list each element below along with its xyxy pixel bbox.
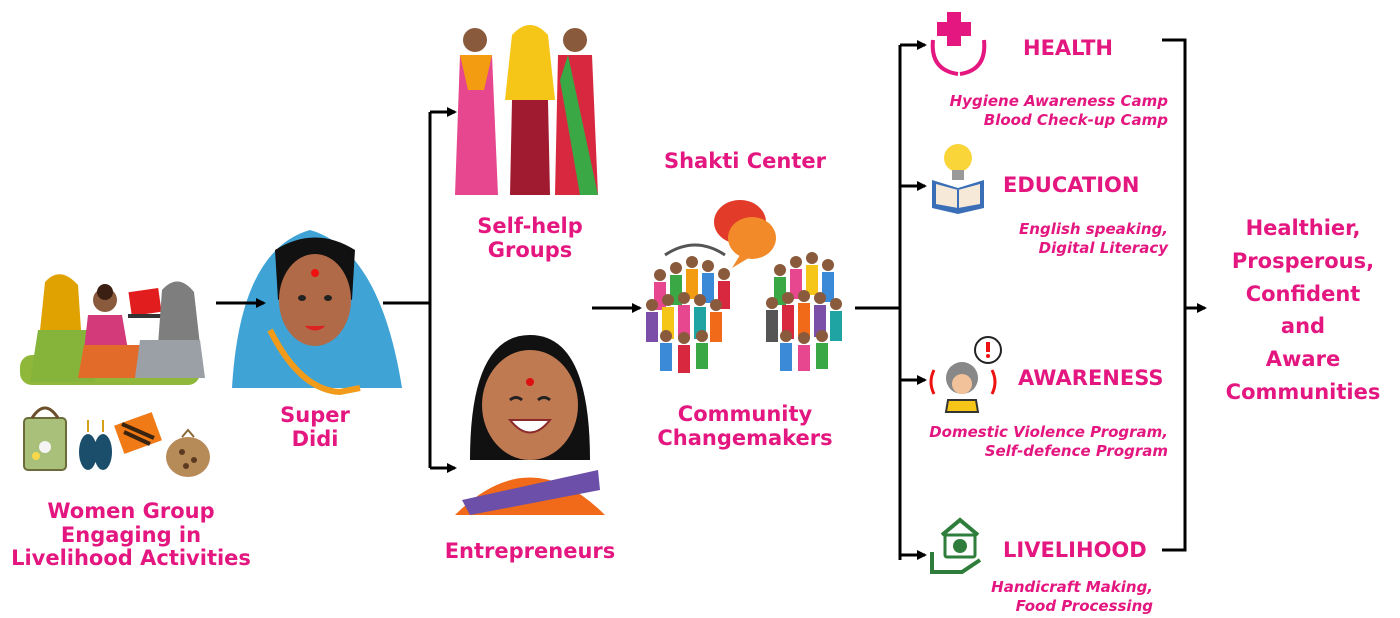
changemakers-line-1: Community (677, 402, 813, 426)
women-group-line-2: Engaging in (60, 522, 202, 547)
outcome-bracket (1162, 38, 1187, 552)
livelihood-items: Handicraft Making, Food Processing (905, 578, 1153, 616)
women-group-illustration (20, 274, 205, 385)
livelihood-item-1: Handicraft Making, (991, 578, 1153, 596)
livelihood-title: LIVELIHOOD (1003, 538, 1147, 562)
self-help-women-illustration (455, 25, 598, 195)
changemakers-line-2: Changemakers (657, 425, 833, 450)
crowd-left-illustration (646, 243, 730, 373)
outcome-line-1: Healthier, (1245, 216, 1361, 240)
book-lightbulb-icon (932, 144, 984, 214)
outcome-line-3: Confident (1245, 281, 1361, 306)
super-didi-line-2: Didi (291, 426, 339, 451)
women-group-label: Women Group Engaging in Livelihood Activ… (0, 499, 262, 571)
self-help-label: Self-help Groups (460, 214, 600, 262)
crowd-right-illustration (766, 252, 842, 371)
changemakers-crowd-illustration (646, 200, 842, 373)
alert-person-icon (929, 336, 1002, 413)
entrepreneurs-label: Entrepreneurs (444, 539, 616, 563)
self-help-line-2: Groups (487, 237, 573, 262)
outcome-label: Healthier, Prosperous, Confident and Awa… (1212, 212, 1394, 409)
handicraft-items-illustration (23, 406, 210, 477)
awareness-item-1: Domestic Violence Program, (929, 423, 1168, 441)
outcome-line-2: Prosperous, (1231, 248, 1375, 273)
education-items: English speaking, Digital Literacy (905, 220, 1168, 258)
women-group-line-1: Women Group (47, 499, 215, 523)
health-title: HEALTH (1023, 36, 1113, 60)
education-title: EDUCATION (1003, 173, 1140, 197)
health-items: Hygiene Awareness Camp Blood Check-up Ca… (905, 92, 1168, 130)
health-hands-icon (930, 12, 987, 76)
awareness-items: Domestic Violence Program, Self-defence … (880, 423, 1168, 461)
self-help-line-1: Self-help (477, 214, 583, 238)
money-house-icon (930, 517, 982, 574)
outcome-line-4: and (1280, 314, 1326, 339)
super-didi-line-1: Super (280, 403, 350, 427)
awareness-item-2: Self-defence Program (984, 441, 1168, 460)
health-item-1: Hygiene Awareness Camp (949, 92, 1168, 110)
outcome-line-6: Communities (1225, 379, 1381, 404)
education-item-1: English speaking, (1019, 220, 1168, 238)
connector-lines (216, 38, 1207, 560)
entrepreneur-illustration (455, 335, 605, 515)
outcome-line-5: Aware (1265, 347, 1341, 371)
speech-bubbles-icon (714, 200, 776, 268)
health-item-2: Blood Check-up Camp (983, 110, 1168, 129)
changemakers-label: Community Changemakers (640, 402, 850, 450)
super-didi-label: Super Didi (265, 403, 365, 451)
super-didi-illustration (232, 230, 402, 396)
women-group-line-3: Livelihood Activities (11, 546, 251, 571)
awareness-title: AWARENESS (1018, 366, 1164, 390)
livelihood-item-2: Food Processing (1015, 596, 1153, 615)
education-item-2: Digital Literacy (1038, 238, 1168, 257)
shakti-center-label: Shakti Center (663, 149, 826, 173)
